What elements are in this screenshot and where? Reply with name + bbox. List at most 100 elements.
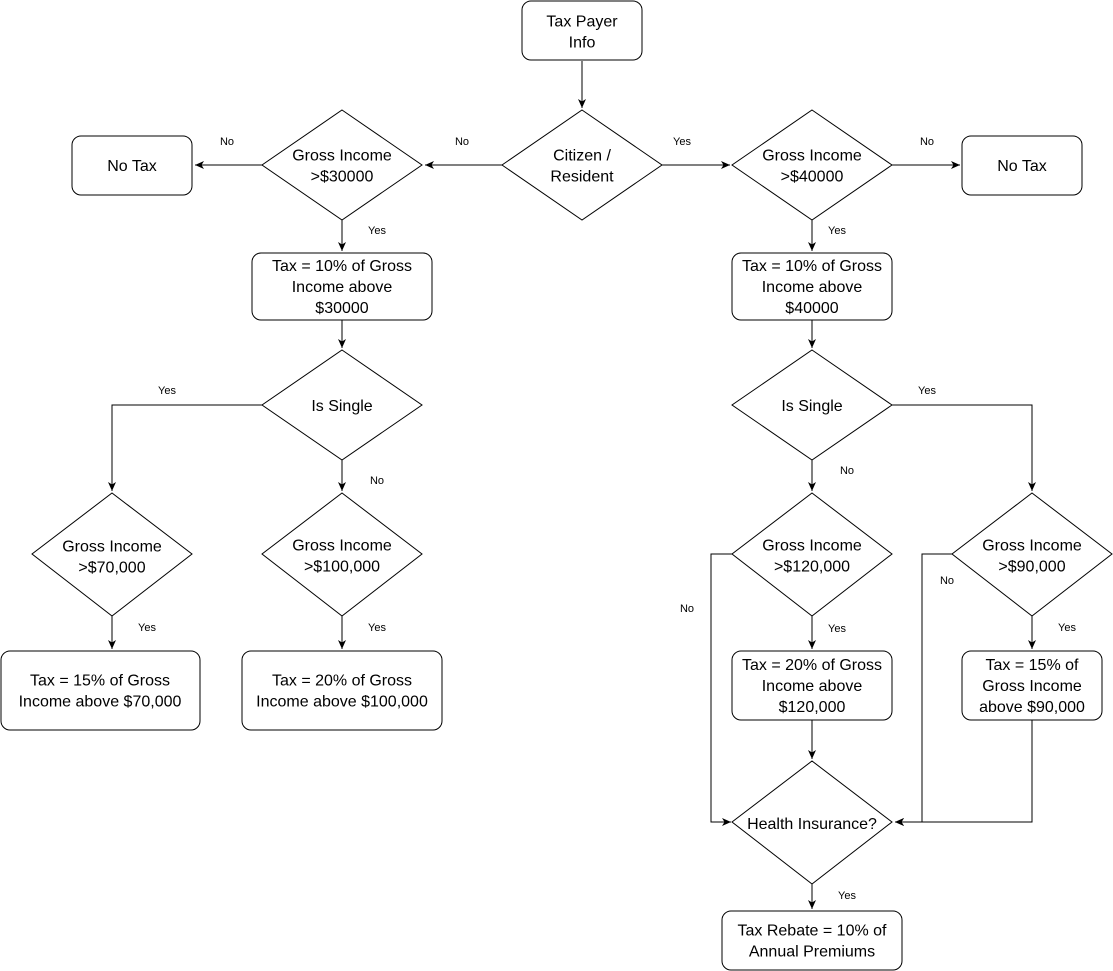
edge-label-90000-yes: Yes — [1058, 622, 1076, 634]
node-text-line: Gross Income — [762, 538, 862, 555]
edge-label-citizen-yes: Yes — [673, 136, 691, 148]
edge-left-single-yes — [108, 404, 262, 491]
node-text-line: Income above — [292, 279, 393, 296]
node-text-line: Info — [569, 35, 596, 52]
node-text-line: Income above — [762, 279, 863, 296]
edge-label-70000-yes: Yes — [138, 622, 156, 634]
edge-label-90000-no: No — [940, 575, 954, 587]
node-citizen-resident: Citizen / Resident — [501, 109, 663, 221]
node-text-line: >$30000 — [311, 169, 374, 186]
node-text-line: Gross Income — [762, 148, 862, 165]
node-text-right-no-tax: No Tax — [997, 158, 1047, 175]
node-left-gross-30000: Gross Income >$30000 — [261, 109, 423, 221]
node-text-citizen-resident: Citizen / Resident — [550, 148, 614, 186]
node-text-line: Health Insurance? — [747, 816, 877, 833]
node-text-line: Tax = 10% of Gross — [272, 258, 412, 275]
node-text-left-no-tax: No Tax — [107, 158, 157, 175]
node-text-gross-120000: Gross Income >$120,000 — [762, 538, 862, 576]
node-text-gross-100000: Gross Income >$100,000 — [292, 538, 392, 576]
node-right-gross-40000: Gross Income >$40000 — [731, 109, 893, 221]
edge-label-100000-yes: Yes — [368, 622, 386, 634]
node-text-line: Citizen / — [553, 148, 611, 165]
node-text-health-insurance: Health Insurance? — [747, 816, 877, 833]
edge-label-citizen-no: No — [455, 136, 469, 148]
node-text-line: >$70,000 — [78, 560, 145, 577]
edge-label-left-30000-yes: Yes — [368, 225, 386, 237]
node-gross-90000: Gross Income >$90,000 — [951, 492, 1113, 617]
node-text-line: Gross Income — [982, 538, 1082, 555]
edge-90000-no-to-health — [895, 553, 952, 826]
node-gross-120000: Gross Income >$120,000 — [731, 492, 893, 617]
node-text-line: Tax = 15% of — [986, 657, 1080, 674]
node-text-line: Resident — [550, 169, 614, 186]
node-left-is-single: Is Single — [261, 349, 423, 461]
node-text-line: Is Single — [781, 398, 842, 415]
edge-label-right-single-yes: Yes — [918, 385, 936, 397]
node-text-left-gross-30000: Gross Income >$30000 — [292, 148, 392, 186]
node-text-line: Tax = 20% of Gross — [272, 673, 412, 690]
node-health-insurance: Health Insurance? — [731, 760, 893, 885]
node-text-line: >$100,000 — [304, 559, 380, 576]
node-text-line: No Tax — [997, 158, 1047, 175]
node-text-line: >$120,000 — [774, 559, 850, 576]
node-text-right-gross-40000: Gross Income >$40000 — [762, 148, 862, 186]
node-tax-rebate: Tax Rebate = 10% of Annual Premiums — [721, 910, 903, 971]
node-text-left-is-single: Is Single — [311, 398, 372, 415]
node-text-line: Income above — [762, 678, 863, 695]
node-text-tax-rebate: Tax Rebate = 10% of Annual Premiums — [738, 923, 888, 961]
edge-label-left-single-no: No — [370, 475, 384, 487]
node-left-no-tax: No Tax — [71, 135, 193, 196]
edge-labels: No Yes No Yes No Yes Yes No Yes Yes No Y… — [138, 136, 1076, 902]
edge-label-left-single-yes: Yes — [158, 385, 176, 397]
node-text-line: Gross Income — [62, 539, 162, 556]
node-text-line: Income above $100,000 — [256, 694, 428, 711]
node-text-gross-90000: Gross Income >$90,000 — [982, 538, 1082, 576]
node-text-line: Gross Income — [982, 678, 1082, 695]
edge-tax15-to-health — [895, 720, 1033, 826]
node-text-line: Is Single — [311, 398, 372, 415]
edge-label-left-30000-no: No — [220, 136, 234, 148]
edge-label-right-40000-no: No — [920, 136, 934, 148]
edge-120000-no-to-health — [710, 553, 732, 826]
edge-label-120000-yes: Yes — [828, 623, 846, 635]
node-text-line: Tax = 20% of Gross — [742, 657, 882, 674]
edge-label-health-yes: Yes — [838, 890, 856, 902]
node-text-gross-70000: Gross Income >$70,000 — [62, 539, 162, 577]
edge-right-single-yes — [892, 404, 1036, 491]
node-text-line: Tax = 10% of Gross — [742, 258, 882, 275]
node-text-line: >$90,000 — [998, 559, 1065, 576]
node-gross-70000: Gross Income >$70,000 — [31, 492, 193, 617]
edge-label-right-single-no: No — [840, 465, 854, 477]
node-text-line: No Tax — [107, 158, 157, 175]
node-text-line: Tax = 15% of Gross — [30, 673, 170, 690]
node-text-line: $40000 — [785, 300, 838, 317]
node-text-line: Gross Income — [292, 148, 392, 165]
node-text-line: Tax Payer — [546, 14, 618, 31]
edge-label-right-40000-yes: Yes — [828, 225, 846, 237]
node-text-line: Annual Premiums — [749, 944, 875, 961]
node-text-line: $120,000 — [779, 699, 846, 716]
node-text-line: Gross Income — [292, 538, 392, 555]
edges — [108, 61, 1036, 909]
node-text-line: Tax Rebate = 10% of — [738, 923, 888, 940]
node-right-no-tax: No Tax — [961, 135, 1083, 196]
node-right-is-single: Is Single — [731, 349, 893, 461]
node-text-line: $30000 — [315, 300, 368, 317]
node-text-line: >$40000 — [781, 169, 844, 186]
node-text-right-is-single: Is Single — [781, 398, 842, 415]
